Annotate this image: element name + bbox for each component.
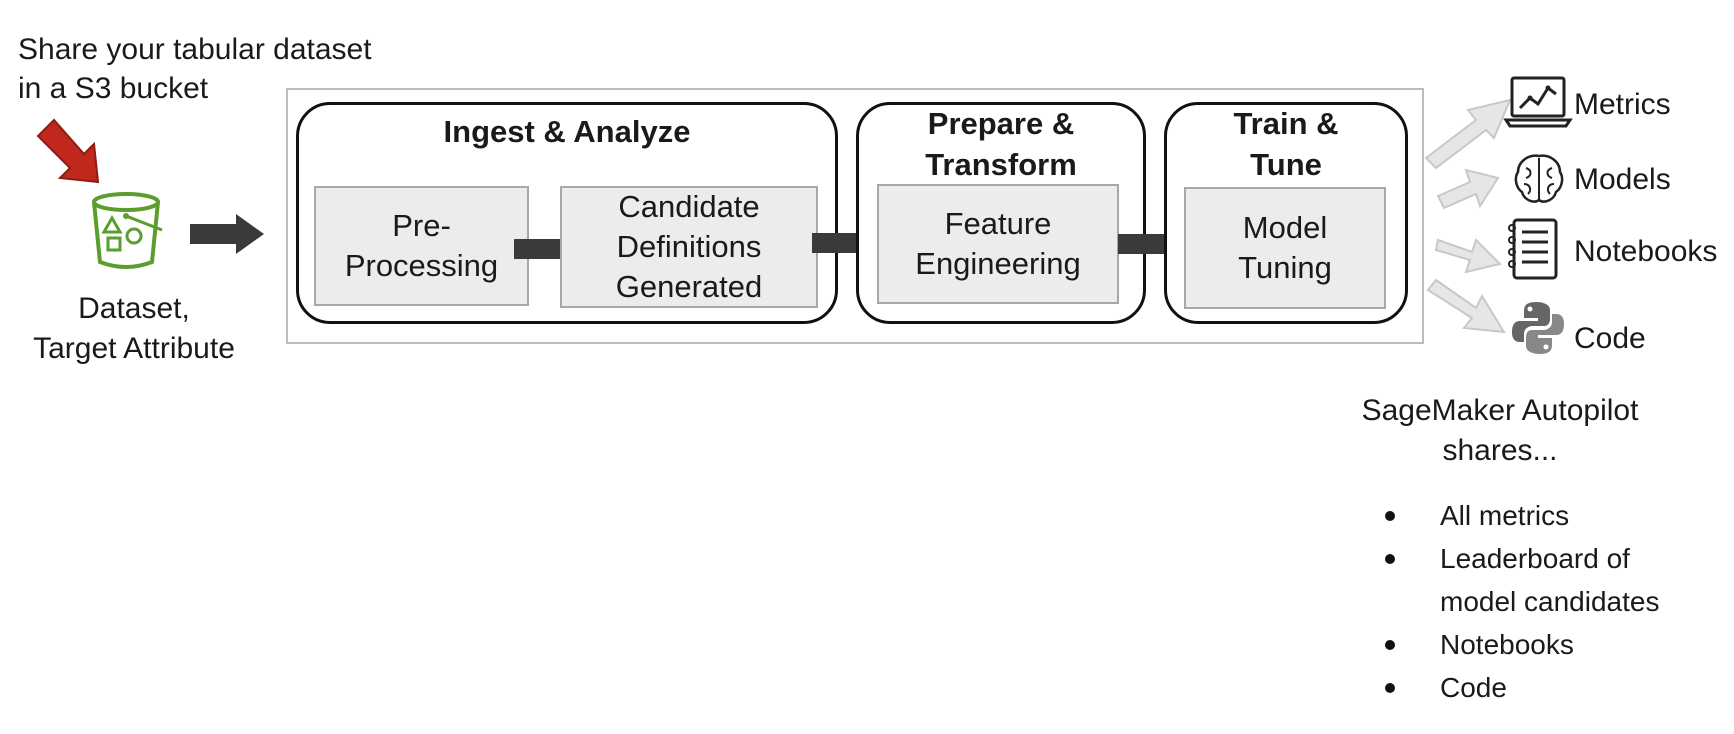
input-arrow	[190, 214, 264, 254]
summary-bullet-code: Code	[1370, 666, 1730, 709]
output-label-code: Code	[1574, 322, 1646, 355]
step-candidate-line-2: Definitions	[616, 229, 762, 264]
step-model-tuning-line-1: Model	[1242, 210, 1328, 245]
bullet-line: model candidates	[1440, 586, 1660, 617]
output-label-notebooks: Notebooks	[1574, 235, 1718, 268]
step-pre-processing-line-1: Pre-	[392, 208, 451, 243]
step-candidate-line-1: Candidate	[618, 189, 760, 224]
step-candidate-definitions: Candidate Definitions Generated	[560, 186, 818, 308]
python-icon	[1512, 302, 1564, 354]
output-label-models: Models	[1574, 163, 1671, 196]
instruction-line-1: Share your tabular dataset	[18, 33, 372, 66]
step-model-tuning: Model Tuning	[1184, 187, 1386, 309]
bullet-line: Code	[1440, 672, 1507, 703]
stage-prepare-title-line-1: Prepare &	[927, 106, 1075, 141]
summary-bullet-all-metrics: All metrics	[1370, 494, 1730, 537]
instruction-line-2: in a S3 bucket	[18, 72, 209, 105]
output-arrow-notebooks	[1434, 238, 1502, 274]
brain-icon	[1514, 154, 1564, 203]
stage-train-title-line-1: Train &	[1233, 106, 1339, 141]
red-arrow-icon	[36, 118, 100, 184]
step-pre-processing: Pre- Processing	[314, 186, 529, 306]
bullet-line: All metrics	[1440, 500, 1570, 531]
laptop-chart-icon	[1503, 76, 1573, 128]
step-model-tuning-line-2: Tuning	[1238, 250, 1332, 285]
stage-prepare-title-line-2: Transform	[925, 147, 1077, 182]
dataset-label-line-2: Target Attribute	[33, 332, 235, 365]
summary-bullet-notebooks: Notebooks	[1370, 623, 1730, 666]
step-pre-processing-line-2: Processing	[344, 248, 499, 283]
output-arrow-metrics	[1424, 98, 1512, 170]
bullet-line: Leaderboard of	[1440, 543, 1630, 574]
stage-train-title-line-2: Tune	[1250, 147, 1322, 182]
step-feature-line-2: Engineering	[915, 246, 1081, 281]
summary-heading-line-2: shares...	[1442, 434, 1558, 467]
output-arrow-models	[1436, 168, 1500, 210]
bullet-line: Notebooks	[1440, 629, 1574, 660]
summary-bullet-leaderboard: Leaderboard of model candidates	[1370, 537, 1730, 623]
s3-bucket-icon	[92, 192, 163, 269]
dataset-label-line-1: Dataset,	[78, 292, 190, 325]
step-feature-line-1: Feature	[944, 206, 1052, 241]
summary-heading-line-1: SageMaker Autopilot	[1361, 394, 1639, 427]
notebook-icon	[1508, 218, 1558, 280]
output-arrow-code	[1426, 278, 1506, 334]
stage-ingest-analyze-title: Ingest & Analyze	[443, 114, 691, 149]
summary-bullet-list: All metrics Leaderboard of model candidat…	[1370, 494, 1730, 709]
step-candidate-line-3: Generated	[615, 269, 763, 304]
output-label-metrics: Metrics	[1574, 88, 1671, 121]
step-feature-engineering: Feature Engineering	[877, 184, 1119, 304]
